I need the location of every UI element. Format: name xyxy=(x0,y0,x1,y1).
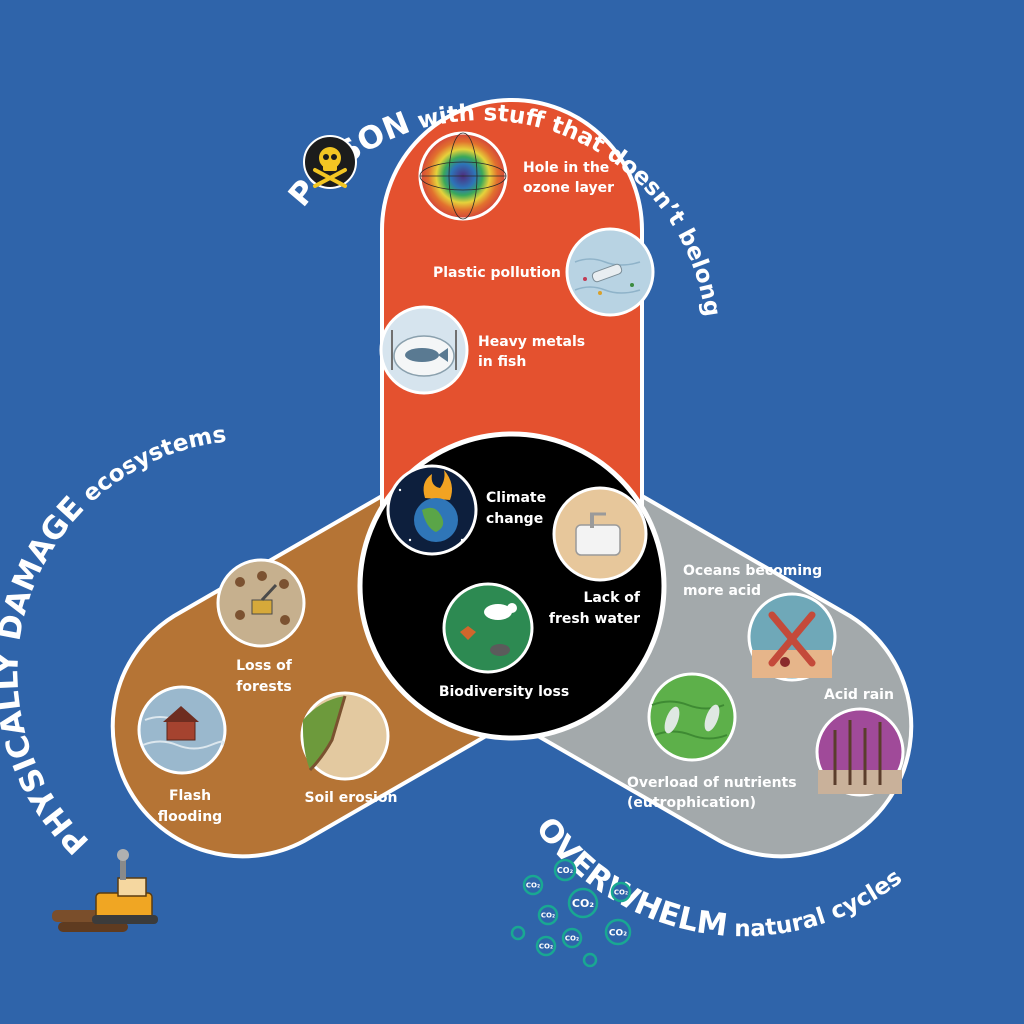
skull-crossbones-icon xyxy=(303,135,357,189)
biodiversity-loss-icon xyxy=(442,582,534,674)
climate-change-icon xyxy=(386,464,478,556)
co2-bubble-label: CO₂ xyxy=(539,943,553,951)
co2-bubble xyxy=(522,874,544,896)
fresh-water-icon xyxy=(552,486,648,582)
co2-bubble-label: CO₂ xyxy=(609,929,627,939)
co2-bubble xyxy=(537,904,559,926)
co2-bubble xyxy=(510,925,526,941)
plastic-pollution-icon xyxy=(565,227,655,317)
co2-bubble xyxy=(582,952,598,968)
label-soil-erosion: Soil erosion xyxy=(305,790,398,806)
co2-bubble-label: CO₂ xyxy=(541,912,555,920)
co2-bubble-label: CO₂ xyxy=(614,889,628,897)
eutrophication-icon xyxy=(647,672,737,762)
co2-bubble xyxy=(553,858,577,882)
forest-loss-icon xyxy=(216,558,306,648)
co2-bubble xyxy=(561,927,583,949)
co2-bubble xyxy=(535,935,557,957)
label-biodiversity-loss: Biodiversity loss xyxy=(439,684,569,700)
ocean-acid-icon xyxy=(747,592,837,682)
label-plastic-pollution: Plastic pollution xyxy=(433,265,561,281)
co2-bubble-label: CO₂ xyxy=(526,882,540,890)
co2-bubble xyxy=(567,887,599,919)
co2-bubble xyxy=(604,918,632,946)
co2-bubble-label: CO₂ xyxy=(565,935,579,943)
co2-bubble-label: CO₂ xyxy=(557,866,574,875)
co2-bubble xyxy=(610,881,632,903)
label-eutrophication: Overload of nutrients(eutrophication) xyxy=(627,775,797,811)
label-acid-rain: Acid rain xyxy=(824,687,894,703)
co2-bubble-label: CO₂ xyxy=(572,897,594,910)
heavy-metals-fish-icon xyxy=(379,305,469,395)
soil-erosion-icon xyxy=(300,691,390,781)
ozone-hole-icon xyxy=(418,131,508,221)
flash-flooding-icon xyxy=(137,685,227,775)
bulldozer-icon xyxy=(52,849,158,932)
acid-rain-icon xyxy=(815,707,905,797)
co2-bubbles-icon: CO₂ CO₂ CO₂ CO₂ CO₂ CO₂ CO₂ CO₂ xyxy=(510,858,632,968)
